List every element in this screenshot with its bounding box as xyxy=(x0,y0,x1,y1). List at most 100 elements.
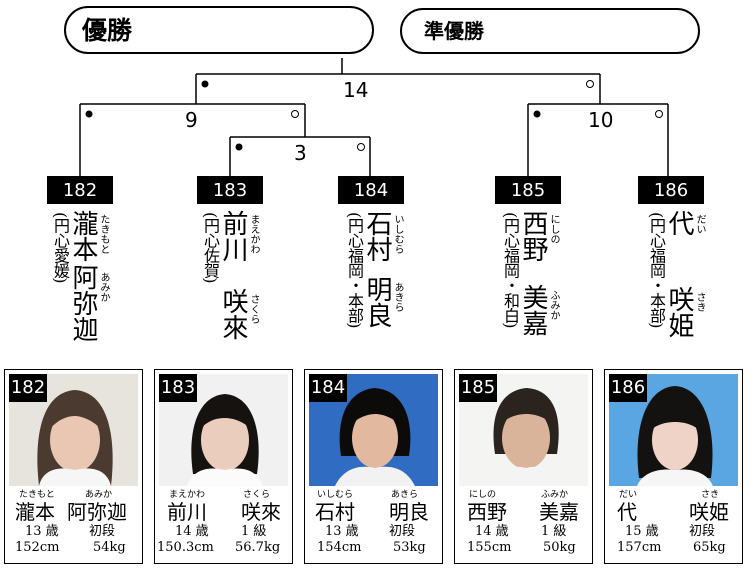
bracket-number-badge: 183 xyxy=(197,176,263,204)
winner-dot xyxy=(533,110,541,118)
athlete-name-family: 前川 xyxy=(218,210,248,262)
athlete-name-given: 咲來 xyxy=(218,288,248,340)
card-age: 14 歳 xyxy=(175,524,209,539)
athlete-name-ruby: あきら xyxy=(392,282,403,312)
athlete-name-family: 石村 xyxy=(362,210,392,262)
athlete-photo: 183 xyxy=(159,374,288,486)
loser-dot xyxy=(655,110,663,118)
athlete-org: (円心佐賀) xyxy=(201,212,220,283)
card-name-ruby: だい xyxy=(619,490,638,500)
card-name-ruby: まえかわ xyxy=(169,490,206,500)
bracket-number-badge: 182 xyxy=(47,176,113,204)
athlete-name-ruby: あみか xyxy=(98,272,109,302)
card-name-ruby: ふみか xyxy=(541,490,569,500)
athlete-name-given: 美嘉 xyxy=(518,284,548,336)
card-name-ruby: あみか xyxy=(85,490,113,500)
athlete-org: (円心愛媛) xyxy=(51,212,70,283)
card-number-badge: 183 xyxy=(159,374,197,402)
champion-pill: 優勝 xyxy=(64,6,374,54)
portrait-image xyxy=(9,374,138,486)
card-weight: 53kg xyxy=(393,540,426,555)
athlete-name-given: 咲姫 xyxy=(664,286,694,338)
winner-dot xyxy=(201,80,209,88)
loser-dot xyxy=(291,110,299,118)
athlete-name-ruby: ふみか xyxy=(548,290,559,320)
card-age: 15 歳 xyxy=(625,524,659,539)
winner-dot xyxy=(235,143,243,151)
card-name-ruby: さくら xyxy=(243,490,271,500)
runner-up-pill: 準優勝 xyxy=(400,8,700,54)
athlete-name-family: 西野 xyxy=(518,210,548,262)
athlete-org: (円心福岡・本部) xyxy=(345,212,364,328)
final-score: 14 xyxy=(343,78,369,102)
athlete-card: 182 たきもと あみか 瀧本 阿弥迦 13 歳 初段 152cm 54kg xyxy=(4,369,143,564)
athlete-name-ruby: にしの xyxy=(548,214,559,244)
bracket-number-badge: 185 xyxy=(495,176,561,204)
card-age: 13 歳 xyxy=(25,524,59,539)
athlete-photo: 182 xyxy=(9,374,138,486)
athlete-org: (円心福岡・和白) xyxy=(501,212,520,328)
runner-up-label: 準優勝 xyxy=(424,19,484,43)
card-rank: 1 級 xyxy=(241,524,267,539)
athlete-name-ruby: たきもと xyxy=(98,214,109,254)
card-name-ruby: あきら xyxy=(391,490,419,500)
card-number-badge: 184 xyxy=(309,374,347,402)
bracket-number-badge: 186 xyxy=(638,176,704,204)
athlete-org: (円心福岡・本部) xyxy=(647,212,666,328)
portrait-image xyxy=(159,374,288,486)
athlete-name-ruby: まえかわ xyxy=(248,214,259,254)
card-rank: 1 級 xyxy=(541,524,567,539)
card-name-given: 美嘉 xyxy=(539,500,579,524)
card-weight: 50kg xyxy=(543,540,576,555)
athlete-name-ruby: さき xyxy=(694,292,705,312)
card-name-family: 石村 xyxy=(315,500,355,524)
card-height: 155cm xyxy=(467,540,512,555)
bracket-number-badge: 184 xyxy=(338,176,404,204)
semi-right-connector xyxy=(527,103,669,176)
winner-dot xyxy=(85,110,93,118)
card-name-ruby: いしむら xyxy=(317,490,354,500)
semi-left-score: 9 xyxy=(185,108,198,132)
card-rank: 初段 xyxy=(689,524,716,539)
final-connector xyxy=(195,58,601,104)
athlete-card: 183 まえかわ さくら 前川 咲來 14 歳 1 級 150.3cm 56.7… xyxy=(154,369,293,564)
card-name-given: 阿弥迦 xyxy=(67,500,127,524)
card-name-ruby: たきもと xyxy=(19,490,55,500)
card-height: 152cm xyxy=(15,540,60,555)
card-number-badge: 186 xyxy=(609,374,647,402)
athlete-photo: 184 xyxy=(309,374,438,486)
card-height: 154cm xyxy=(317,540,362,555)
quarter-score: 3 xyxy=(294,141,307,165)
card-name-given: 咲來 xyxy=(241,500,281,524)
loser-dot xyxy=(586,80,594,88)
semi-left-connector xyxy=(79,103,306,176)
card-name-family: 前川 xyxy=(167,500,207,524)
card-name-family: 代 xyxy=(617,500,637,524)
card-weight: 65kg xyxy=(693,540,726,555)
card-name-given: 明良 xyxy=(389,500,429,524)
athlete-name-ruby: さくら xyxy=(248,294,259,324)
card-name-family: 西野 xyxy=(467,500,507,524)
card-name-ruby: にしの xyxy=(469,490,497,500)
card-weight: 56.7kg xyxy=(235,540,281,555)
athlete-photo: 185 xyxy=(459,374,588,486)
card-height: 150.3cm xyxy=(157,540,214,555)
athlete-card: 185 にしの ふみか 西野 美嘉 14 歳 1 級 155cm 50kg xyxy=(454,369,593,564)
card-number-badge: 182 xyxy=(9,374,47,402)
quarter-connector xyxy=(229,136,371,176)
card-name-given: 咲姫 xyxy=(689,500,729,524)
athlete-photo: 186 xyxy=(609,374,738,486)
athlete-card: 184 いしむら あきら 石村 明良 13 歳 初段 154cm 53kg xyxy=(304,369,443,564)
card-height: 157cm xyxy=(617,540,662,555)
athlete-name-ruby: いしむら xyxy=(392,214,403,254)
loser-dot xyxy=(357,143,365,151)
portrait-image xyxy=(609,374,738,486)
card-rank: 初段 xyxy=(389,524,416,539)
champion-label: 優勝 xyxy=(82,16,133,45)
athlete-card: 186 だい さき 代 咲姫 15 歳 初段 157cm 65kg xyxy=(604,369,743,564)
athlete-name-family: 瀧本 xyxy=(68,210,98,262)
athlete-name-family: 代 xyxy=(664,210,694,236)
card-name-ruby: さき xyxy=(701,490,720,500)
card-number-badge: 185 xyxy=(459,374,497,402)
